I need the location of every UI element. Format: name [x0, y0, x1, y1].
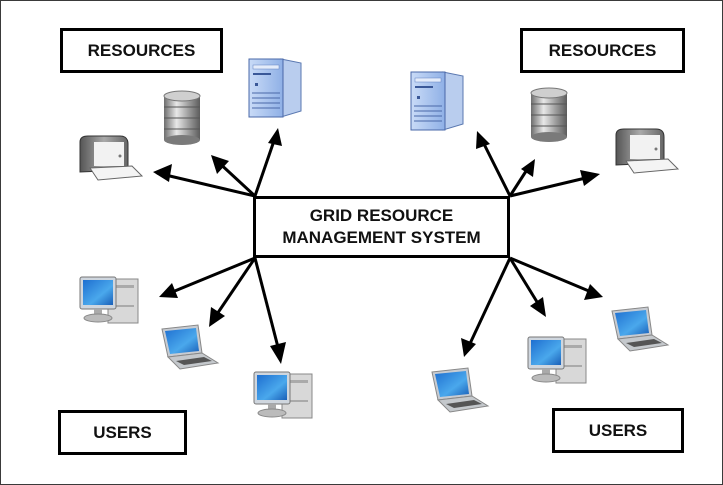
printer-icon — [615, 128, 680, 174]
arrow-to-laptop-right-1 — [465, 257, 512, 351]
arrow-to-printer-right — [509, 174, 595, 198]
users-label-left: USERS — [58, 410, 187, 455]
arrowhead — [584, 284, 603, 300]
users-label-right: USERS — [552, 408, 684, 453]
server-icon — [410, 71, 464, 131]
arrowhead — [461, 338, 476, 357]
arrow-to-printer-left — [156, 171, 256, 198]
arrow-to-laptop-left — [211, 257, 257, 321]
resources-label-right: RESOURCES — [520, 28, 685, 73]
laptop-icon — [611, 306, 670, 352]
laptop-icon — [431, 367, 490, 413]
grid-resource-management-system-box: GRID RESOURCE MANAGEMENT SYSTEM — [253, 196, 510, 258]
resources-label-text: RESOURCES — [87, 40, 196, 60]
arrowhead — [476, 131, 490, 149]
arrowhead — [209, 307, 225, 327]
users-label-text: USERS — [93, 422, 152, 442]
database-icon — [530, 87, 568, 142]
center-title-line2: MANAGEMENT SYSTEM — [282, 228, 481, 247]
arrowhead — [521, 159, 535, 177]
arrow-to-desktop-right — [508, 257, 544, 311]
arrow-to-desktop-left-1 — [164, 256, 256, 297]
arrow-to-server-left — [253, 134, 278, 197]
arrowhead — [268, 128, 282, 146]
desktop-computer-icon — [527, 336, 587, 384]
arrowhead — [153, 164, 172, 182]
server-icon — [248, 58, 302, 118]
arrow-to-desktop-left-2 — [253, 257, 282, 356]
arrowhead — [580, 170, 600, 186]
resources-label-left: RESOURCES — [60, 28, 223, 73]
database-icon — [163, 90, 201, 145]
arrow-to-laptop-right-2 — [509, 256, 597, 296]
arrowhead — [159, 283, 178, 298]
resources-label-text: RESOURCES — [548, 40, 657, 60]
desktop-computer-icon — [79, 276, 139, 324]
laptop-icon — [161, 324, 220, 370]
center-title-line1: GRID RESOURCE — [309, 206, 454, 225]
arrowhead — [211, 155, 229, 174]
arrow-to-server-right — [479, 137, 512, 197]
desktop-computer-icon — [253, 371, 313, 419]
arrowhead — [270, 342, 286, 364]
arrowhead — [530, 297, 546, 317]
printer-icon — [79, 135, 144, 181]
users-label-text: USERS — [588, 420, 648, 440]
